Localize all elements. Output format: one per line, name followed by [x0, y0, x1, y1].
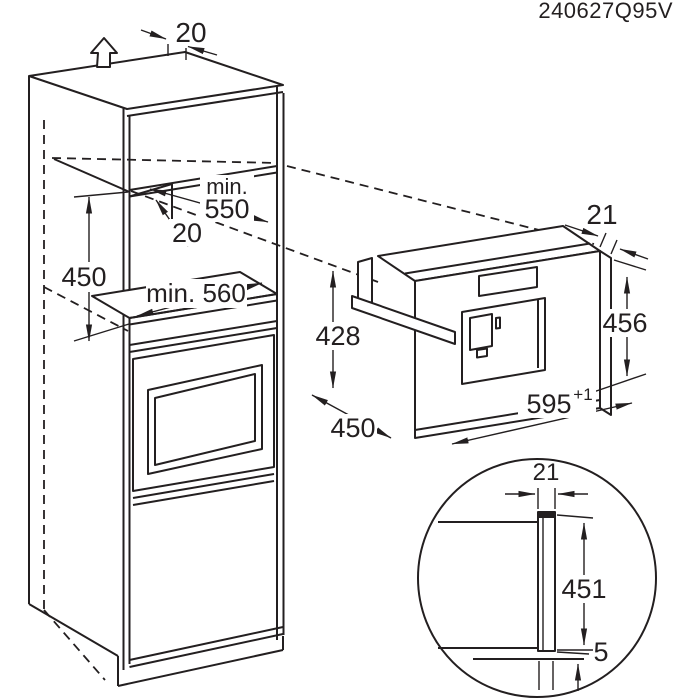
mounting-rail	[351, 257, 456, 345]
dispenser-recess	[461, 297, 546, 385]
dimensions: 20 min. 550 20 min. 560 450	[58, 17, 649, 691]
dim-label-appliance-width-tolerance: +1	[573, 385, 592, 404]
dim-niche-height: 450	[58, 191, 130, 342]
machine-display	[478, 266, 538, 297]
dim-panel-overhang: 21	[564, 199, 649, 260]
detail-circle-view	[417, 458, 657, 698]
part-code: 240627Q95V	[538, 0, 673, 23]
dim-label-niche-height: 450	[61, 262, 106, 292]
dim-detail-bottom-gap: 5	[556, 637, 609, 691]
dim-label-top-rear-gap: 20	[175, 17, 206, 48]
panel-cross-section	[537, 511, 556, 652]
dim-niche-width: min. 550	[149, 174, 269, 224]
cabinet-base	[28, 603, 284, 687]
dim-label-panel-overhang: 21	[586, 199, 617, 230]
dim-top-rear-gap: 20	[140, 17, 218, 60]
dim-label-detail-panel-thickness: 21	[533, 459, 560, 486]
dim-label-appliance-inner-height: 428	[315, 321, 360, 351]
detail-circle	[417, 458, 657, 698]
dim-niche-depth: min. 560	[136, 278, 263, 317]
oven-door-window	[147, 364, 263, 475]
dim-label-niche-width: 550	[204, 194, 249, 224]
dim-label-niche-rear-gap: 20	[172, 218, 202, 248]
dim-detail-panel-height: 451	[556, 514, 608, 651]
dim-label-niche-depth: min. 560	[146, 278, 246, 308]
dim-appliance-inner-height: 428	[315, 270, 361, 389]
dim-label-detail-panel-height: 451	[561, 574, 606, 604]
dim-appliance-depth: 450	[311, 394, 392, 443]
dim-label-appliance-width: 595	[526, 389, 571, 419]
dim-appliance-height: 456	[569, 259, 648, 401]
dim-niche-rear-gap: 20	[155, 199, 205, 248]
dim-label-appliance-depth: 450	[330, 413, 375, 443]
dim-label-appliance-height: 456	[602, 308, 647, 338]
dim-label-detail-bottom-gap: 5	[593, 637, 608, 667]
dim-appliance-width: 595 +1	[451, 385, 633, 445]
oven-front	[129, 320, 278, 506]
cabinet-column	[28, 37, 285, 687]
cabinet-top-face	[28, 51, 284, 110]
dim-detail-panel-thickness: 21	[505, 459, 588, 509]
dim-label-niche-width-prefix: min.	[206, 174, 248, 199]
airflow-up-arrow-icon	[90, 37, 118, 68]
coffee-spout	[469, 313, 493, 351]
